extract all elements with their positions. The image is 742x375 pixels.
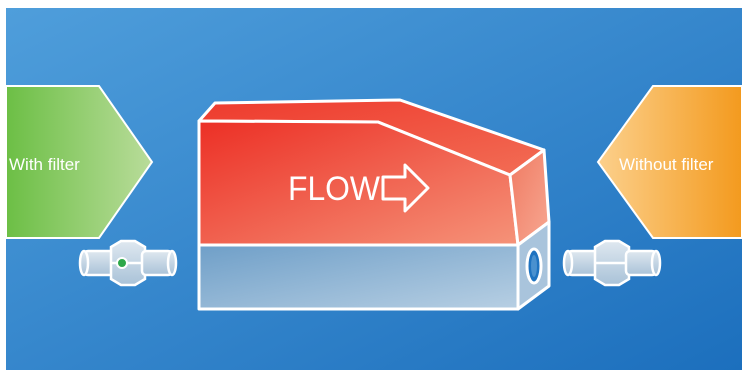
with-filter-arrow: With filter	[5, 85, 154, 239]
right-fitting-icon	[562, 239, 662, 287]
left-fitting-icon	[78, 239, 178, 287]
with-filter-label: With filter	[9, 155, 80, 174]
without-filter-label: Without filter	[619, 155, 714, 174]
without-filter-arrow: Without filter	[596, 85, 742, 239]
flow-device	[197, 98, 551, 311]
flow-arrow-icon	[381, 163, 430, 213]
filter-indicator-icon	[116, 257, 128, 269]
device-base-front	[197, 243, 520, 311]
flow-label: FLOW	[288, 170, 380, 208]
